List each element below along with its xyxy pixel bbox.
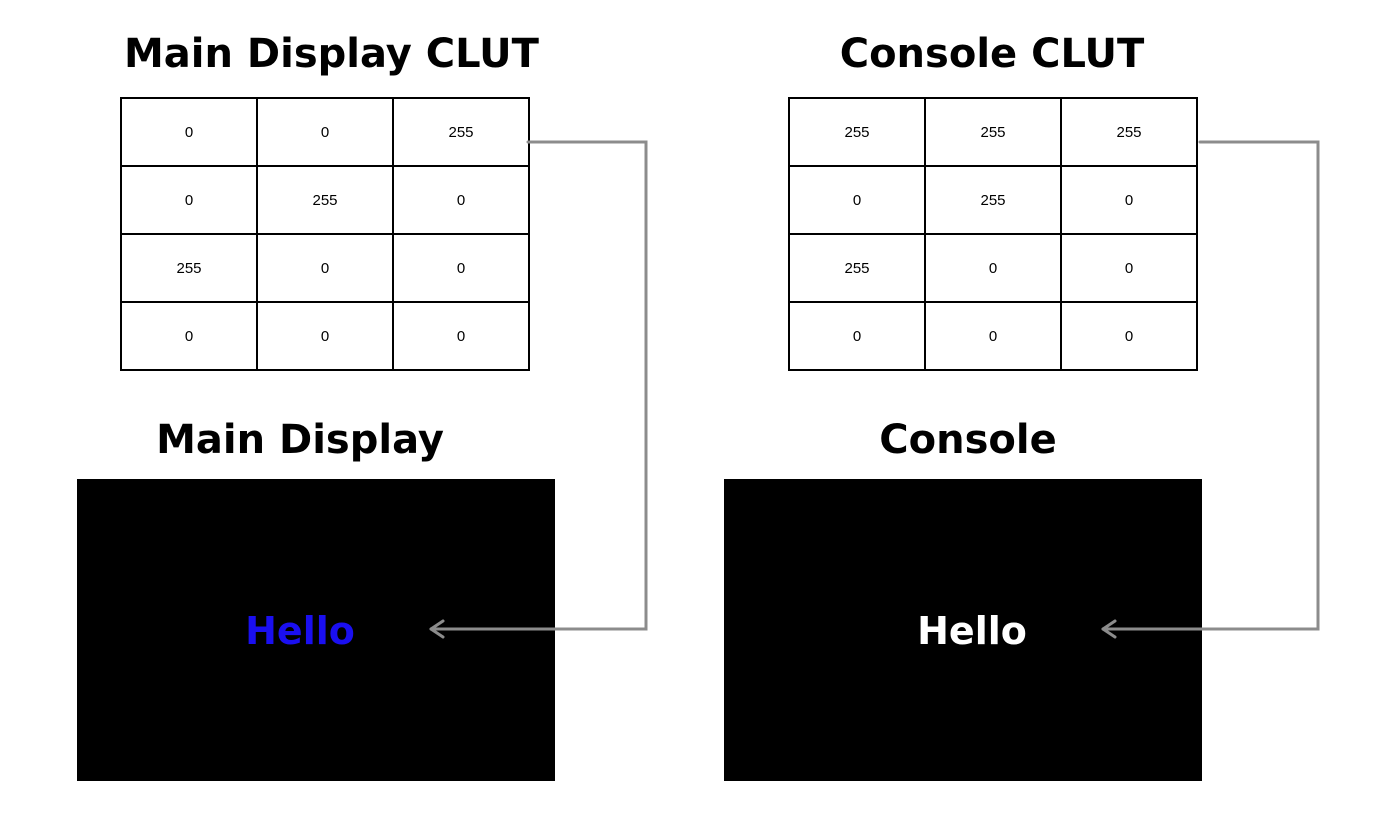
main-display-title: Main Display — [156, 417, 444, 463]
clut-row: 255 255 255 — [788, 97, 1198, 167]
clut-cell: 255 — [788, 97, 926, 167]
clut-cell: 0 — [120, 301, 258, 371]
clut-cell: 255 — [924, 97, 1062, 167]
clut-cell: 0 — [256, 301, 394, 371]
clut-cell: 0 — [1060, 165, 1198, 235]
clut-row: 255 0 0 — [120, 233, 530, 303]
clut-cell: 0 — [120, 165, 258, 235]
console-display-title: Console — [879, 417, 1057, 463]
clut-row: 0 0 255 — [120, 97, 530, 167]
clut-cell: 0 — [1060, 301, 1198, 371]
clut-cell: 0 — [120, 97, 258, 167]
clut-cell: 255 — [1060, 97, 1198, 167]
clut-cell: 255 — [392, 97, 530, 167]
main-display-hello-text: Hello — [245, 609, 355, 653]
clut-cell: 0 — [1060, 233, 1198, 303]
main-clut-title: Main Display CLUT — [124, 31, 539, 77]
clut-row: 255 0 0 — [788, 233, 1198, 303]
main-clut-table: 0 0 255 0 255 0 255 0 0 0 0 0 — [120, 97, 530, 371]
main-display-screen: Hello — [77, 479, 555, 781]
clut-cell: 255 — [120, 233, 258, 303]
clut-cell: 255 — [256, 165, 394, 235]
clut-cell: 0 — [256, 97, 394, 167]
clut-cell: 0 — [788, 165, 926, 235]
console-clut-table: 255 255 255 0 255 0 255 0 0 0 0 0 — [788, 97, 1198, 371]
clut-cell: 0 — [924, 301, 1062, 371]
clut-row: 0 0 0 — [788, 301, 1198, 371]
clut-cell: 255 — [924, 165, 1062, 235]
clut-cell: 0 — [788, 301, 926, 371]
console-display-hello-text: Hello — [917, 609, 1027, 653]
clut-cell: 0 — [924, 233, 1062, 303]
console-clut-title: Console CLUT — [839, 31, 1145, 77]
clut-cell: 255 — [788, 233, 926, 303]
clut-row: 0 255 0 — [788, 165, 1198, 235]
clut-row: 0 255 0 — [120, 165, 530, 235]
clut-cell: 0 — [392, 301, 530, 371]
console-display-screen: Hello — [724, 479, 1202, 781]
clut-row: 0 0 0 — [120, 301, 530, 371]
clut-cell: 0 — [256, 233, 394, 303]
clut-cell: 0 — [392, 165, 530, 235]
clut-cell: 0 — [392, 233, 530, 303]
